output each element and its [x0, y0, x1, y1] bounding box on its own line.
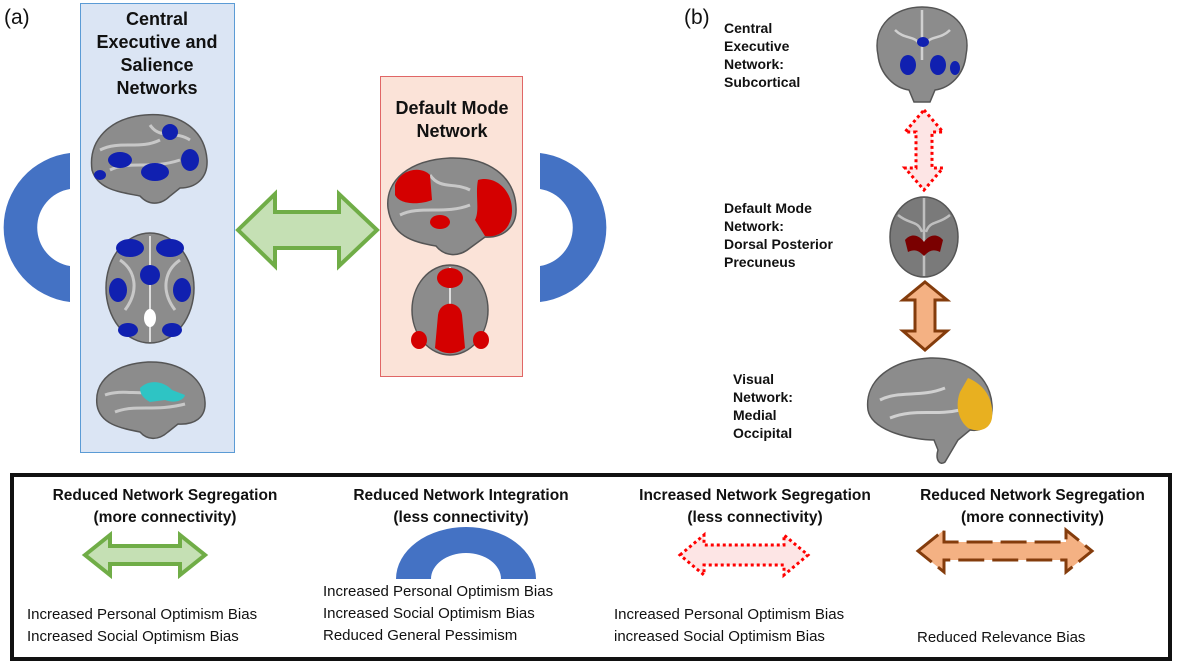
right-blue-arc-icon: [540, 153, 607, 302]
left-blue-arc-icon: [3, 153, 71, 302]
legend-title-increased-segregation: Increased Network Segregation (less conn…: [639, 487, 871, 526]
panel-a-label: (a): [4, 6, 30, 29]
legend-effects-2: Increased Personal Optimism Bias Increas…: [323, 583, 554, 644]
orange-vertical-double-arrow-icon: [898, 280, 952, 352]
legend-effects-1: Increased Personal Optimism Bias Increas…: [27, 606, 258, 645]
panel-b-label: (b): [684, 6, 710, 29]
legend-effects-3: Increased Personal Optimism Bias increas…: [614, 606, 845, 645]
visual-medial-occipital-label: Visual Network: Medial Occipital: [733, 371, 793, 441]
legend-title-reduced-integration: Reduced Network Integration (less connec…: [353, 487, 569, 526]
legend-green-double-arrow-icon: [81, 530, 209, 580]
legend-box: [10, 473, 1172, 661]
brain-axial-blue-icon: [105, 232, 195, 344]
central-executive-salience-title: Central Executive and Salience Networks: [96, 9, 218, 98]
brain-coronal-blue-icon: [876, 6, 968, 103]
legend-effects-4: Reduced Relevance Bias: [917, 629, 1086, 646]
brain-sagittal-yellow-icon: [866, 357, 993, 464]
red-dotted-double-arrow-icon: [901, 107, 947, 193]
legend-title-reduced-segregation-2: Reduced Network Segregation (more connec…: [920, 487, 1145, 526]
legend-title-reduced-segregation-1: Reduced Network Segregation (more connec…: [52, 487, 278, 526]
brain-sagittal-red-icon: [387, 157, 517, 256]
brain-sagittal-blue-icon: [90, 113, 208, 204]
legend-red-dotted-double-arrow-icon: [677, 531, 811, 579]
default-mode-title: Default Mode Network: [395, 98, 509, 141]
legend-orange-dashed-double-arrow-icon: [915, 526, 1095, 576]
brain-sagittal-cyan-icon: [96, 361, 206, 440]
central-executive-subcortical-label: Central Executive Network: Subcortical: [724, 20, 801, 90]
brain-posterior-darkred-icon: [889, 196, 959, 278]
brain-axial-red-icon: [411, 264, 489, 356]
legend-blue-arc-icon: [396, 527, 536, 579]
green-double-arrow-icon: [235, 189, 380, 271]
default-mode-precuneus-label: Default Mode Network: Dorsal Posterior P…: [724, 200, 833, 270]
